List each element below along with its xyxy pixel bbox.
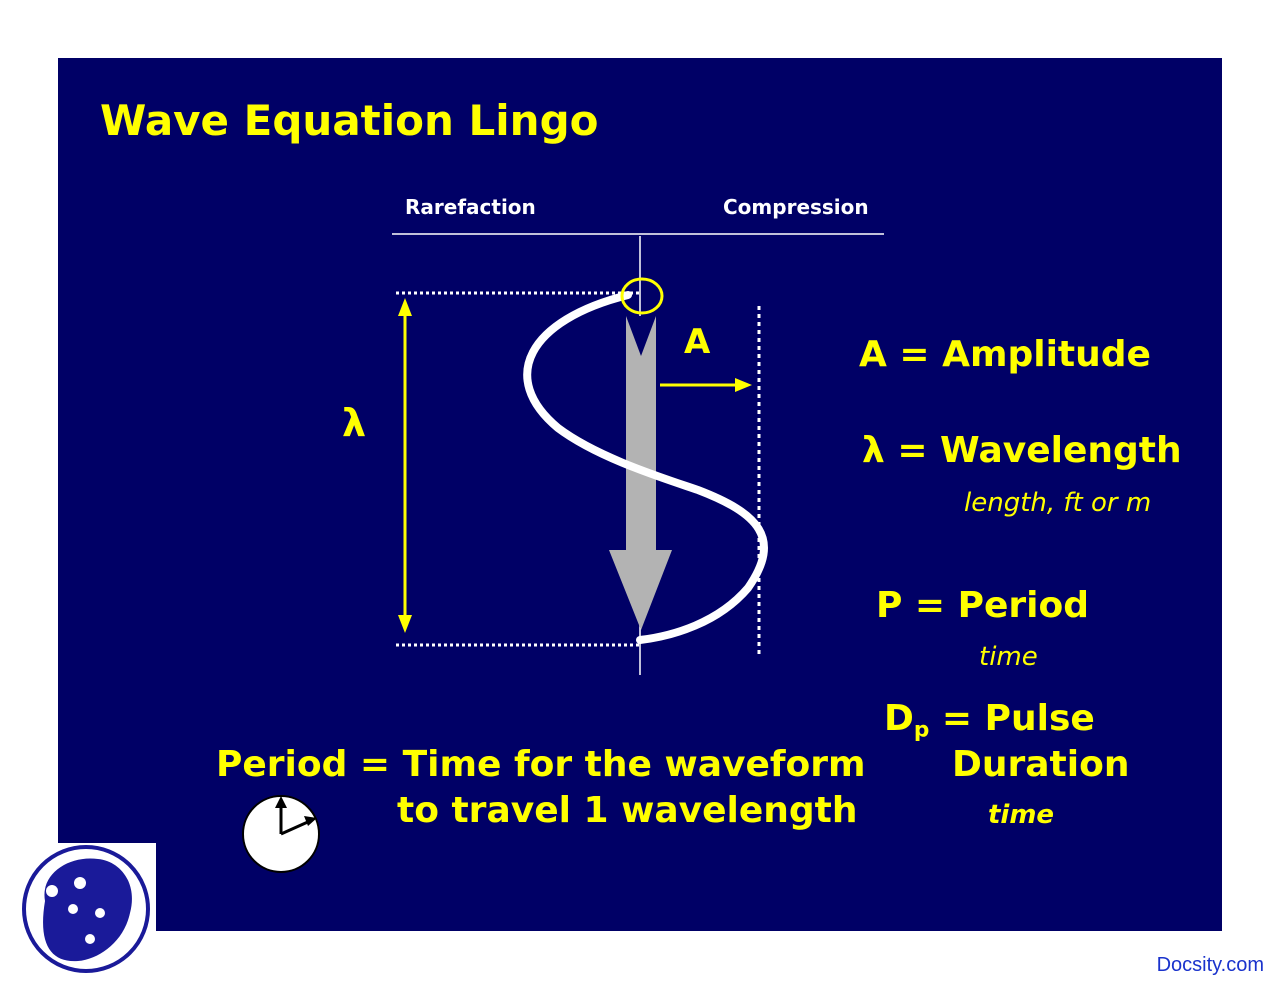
compression-label: Compression xyxy=(723,195,869,219)
pulse-duration-definition: Dp = Pulse xyxy=(884,698,1095,742)
period-definition: P = Period xyxy=(876,585,1090,626)
rarefaction-label: Rarefaction xyxy=(405,195,536,219)
wavelength-unit: length, ft or m xyxy=(964,488,1152,518)
lambda-arrow-head-top xyxy=(398,298,412,316)
slide-title: Wave Equation Lingo xyxy=(100,96,599,145)
lambda-label: λ xyxy=(342,401,367,445)
period-unit: time xyxy=(979,642,1038,672)
pulse-duration-line2: Duration xyxy=(952,744,1130,785)
period-statement-line1: Period = Time for the waveform xyxy=(216,744,866,785)
slide: Wave Equation Lingo Rarefaction Compress… xyxy=(58,58,1222,931)
footer-brand[interactable]: Docsity.com xyxy=(1156,954,1264,976)
pulse-subscript: p xyxy=(913,717,930,743)
clock-icon xyxy=(242,795,320,873)
wave-curve xyxy=(523,291,768,644)
pulse-symbol: D xyxy=(884,698,914,739)
amplitude-label: A xyxy=(684,322,711,362)
amplitude-definition: A = Amplitude xyxy=(859,334,1151,375)
pulse-label: = Pulse xyxy=(929,698,1095,739)
amplitude-arrow-head xyxy=(735,378,752,392)
pulse-duration-unit: time xyxy=(988,800,1055,830)
propagation-arrow-notch xyxy=(626,316,656,356)
period-statement-line2: to travel 1 wavelength xyxy=(397,790,858,831)
highlight-circle xyxy=(620,277,664,315)
lambda-arrow-head-bottom xyxy=(398,615,412,633)
wavelength-definition: λ = Wavelength xyxy=(862,430,1182,471)
wave-diagram xyxy=(242,233,884,873)
docsity-logo xyxy=(0,843,156,989)
